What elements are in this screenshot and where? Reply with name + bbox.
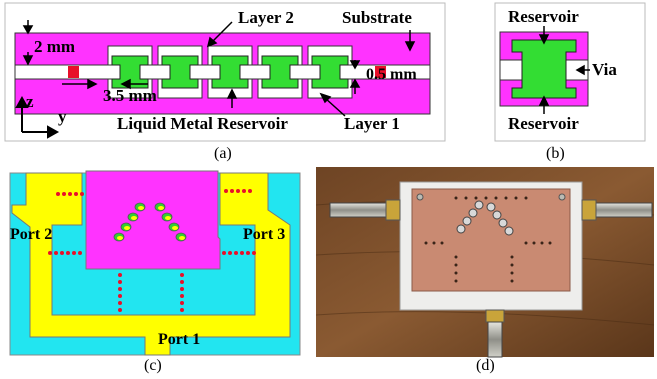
label-port1: Port 1 bbox=[158, 331, 201, 348]
label-layer1: Layer 1 bbox=[344, 114, 400, 133]
sma-connector-bottom bbox=[485, 309, 505, 358]
via-reservoir-shape bbox=[511, 39, 577, 99]
photo-via-dots bbox=[424, 196, 552, 283]
magenta-top-layer bbox=[85, 170, 221, 270]
via-detail-diagram bbox=[494, 2, 646, 142]
red-via-dots bbox=[48, 189, 256, 312]
cross-section-diagram bbox=[4, 2, 446, 142]
axis-y-label: y bbox=[58, 107, 67, 126]
label-via: Via bbox=[592, 60, 617, 79]
label-reservoir-top: Reservoir bbox=[508, 7, 579, 26]
caption-c: (c) bbox=[144, 357, 162, 374]
caption-d: (d) bbox=[476, 357, 495, 374]
red-marker-right bbox=[375, 66, 386, 78]
axis-z-label: z bbox=[26, 92, 34, 111]
yellow-metal-layer bbox=[11, 172, 291, 356]
panel-a: Layer 2 Substrate 2 mm 0.5 mm 3.5 mm z y… bbox=[0, 0, 450, 165]
caption-a: (a) bbox=[214, 145, 232, 162]
fabricated-prototype-photo bbox=[316, 167, 655, 358]
via-array bbox=[113, 202, 187, 242]
panel-d: (d) bbox=[316, 165, 657, 379]
panel-c: Port 2 Port 3 Port 1 (c) bbox=[0, 165, 305, 379]
label-35mm: 3.5 mm bbox=[103, 86, 157, 105]
label-reservoir-bottom: Reservoir bbox=[508, 114, 579, 133]
coordinate-axes bbox=[15, 95, 60, 139]
sma-connector-left bbox=[329, 199, 401, 221]
panel-b: Reservoir Via Reservoir (b) bbox=[490, 0, 657, 165]
panel-b-arrows bbox=[538, 26, 590, 114]
photo-screws bbox=[416, 193, 566, 201]
sma-connector-right bbox=[581, 199, 653, 221]
label-05mm: 0.5 mm bbox=[366, 66, 417, 83]
label-port3: Port 3 bbox=[243, 226, 286, 243]
red-marker-left bbox=[68, 66, 79, 78]
label-2mm: 2 mm bbox=[34, 37, 76, 56]
annotation-arrows bbox=[22, 20, 416, 117]
photo-via-chain bbox=[456, 200, 514, 236]
label-port2: Port 2 bbox=[10, 226, 53, 243]
label-substrate: Substrate bbox=[342, 8, 412, 27]
liquid-metal-vias bbox=[111, 55, 349, 89]
label-liquid-metal-reservoir: Liquid Metal Reservoir bbox=[117, 114, 288, 133]
coupler-3d-model bbox=[9, 170, 301, 356]
label-layer2: Layer 2 bbox=[238, 8, 294, 27]
caption-b: (b) bbox=[546, 145, 565, 162]
